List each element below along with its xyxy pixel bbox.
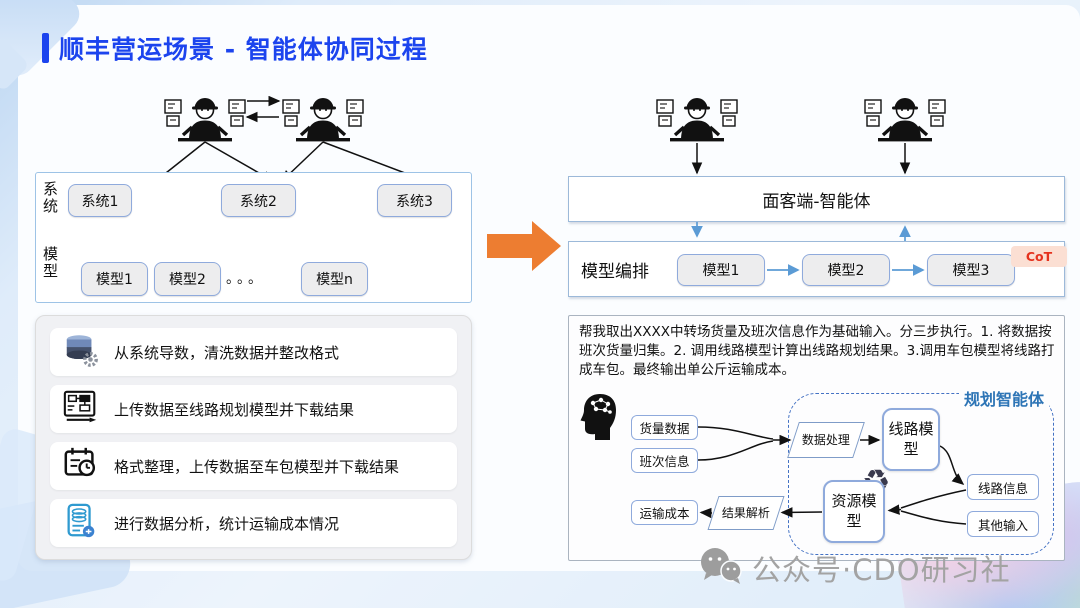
task-row: 进行数据分析，统计运输成本情况 <box>50 499 457 547</box>
node-shift-info: 班次信息 <box>631 448 698 473</box>
node-system-3: 系统3 <box>377 184 452 217</box>
node-model-2: 模型2 <box>154 262 221 296</box>
calendar-clock-icon <box>62 445 100 487</box>
planning-agent-panel: 帮我取出XXXX中转场货量及班次信息作为基础输入。分三步执行。1. 将数据按班次… <box>568 315 1065 561</box>
node-cargo-data: 货量数据 <box>631 415 698 440</box>
orchestration-box: 模型编排 模型1 模型2 模型3 CoT <box>568 241 1067 297</box>
task-text: 格式整理，上传数据至车包模型并下载结果 <box>114 457 400 476</box>
node-resource-model: 资源模型 <box>823 480 885 543</box>
cot-badge: CoT <box>1011 246 1067 267</box>
watermark-text: 公众号·CDO研习社 <box>752 553 1011 587</box>
task-text: 从系统导数，清洗数据并整改格式 <box>114 343 340 362</box>
node-data-processing: 数据处理 <box>787 422 865 458</box>
task-text: 上传数据至线路规划模型并下载结果 <box>114 400 355 419</box>
node-system-2: 系统2 <box>221 184 296 217</box>
task-row: 格式整理，上传数据至车包模型并下载结果 <box>50 442 457 490</box>
client-orchestration-connectors <box>691 222 911 241</box>
planning-agent-dashed-border <box>788 393 1054 555</box>
task-row: 从系统导数，清洗数据并整改格式 <box>50 328 457 376</box>
client-agent-box: 面客端-智能体 <box>568 176 1065 222</box>
node-model-1: 模型1 <box>81 262 148 296</box>
node-route-info: 线路信息 <box>967 474 1039 500</box>
ellipsis-dots: 。。。 <box>226 271 266 287</box>
orchestration-label: 模型编排 <box>581 261 649 282</box>
prompt-text: 帮我取出XXXX中转场货量及班次信息作为基础输入。分三步执行。1. 将数据按班次… <box>579 324 1055 379</box>
big-orange-arrow <box>487 221 561 271</box>
orchestration-flow-arrows <box>767 264 925 276</box>
watermark: 公众号·CDO研习社 <box>698 546 1011 590</box>
slide-title-block: 顺丰营运场景 - 智能体协同过程 <box>42 30 428 66</box>
document-database-icon <box>62 502 100 544</box>
orch-model-3: 模型3 <box>927 254 1015 286</box>
page-title: 顺丰营运场景 - 智能体协同过程 <box>59 35 428 64</box>
data-processing-label: 数据处理 <box>801 432 850 447</box>
orch-model-2: 模型2 <box>802 254 890 286</box>
node-result-parsing: 结果解析 <box>707 496 785 530</box>
task-row: 上传数据至线路规划模型并下载结果 <box>50 385 457 433</box>
planning-agent-label: 规划智能体 <box>959 386 1050 410</box>
flowchart-pencil-icon <box>62 388 100 430</box>
database-gear-icon <box>62 331 100 373</box>
worker-to-client-arrows <box>691 143 911 175</box>
worker-icon <box>863 94 947 142</box>
task-text: 进行数据分析，统计运输成本情况 <box>114 514 340 533</box>
planning-flow-arrows <box>697 426 967 525</box>
node-other-input: 其他输入 <box>967 511 1039 537</box>
node-transport-cost: 运输成本 <box>631 500 698 525</box>
orch-model-1: 模型1 <box>677 254 765 286</box>
title-accent-bar <box>42 33 49 63</box>
result-parsing-label: 结果解析 <box>721 505 770 520</box>
task-list-panel: 从系统导数，清洗数据并整改格式 上传数据至线路规划模型并下载结果 <box>35 315 472 560</box>
brain-head-icon <box>579 392 619 446</box>
node-model-n: 模型n <box>301 262 368 296</box>
model-row-label: 模型 <box>41 246 59 280</box>
node-system-1: 系统1 <box>68 184 132 217</box>
wechat-icon <box>698 546 744 590</box>
node-route-model: 线路模型 <box>882 408 940 471</box>
system-row-label: 系统 <box>41 181 59 215</box>
worker-icon <box>655 94 739 142</box>
